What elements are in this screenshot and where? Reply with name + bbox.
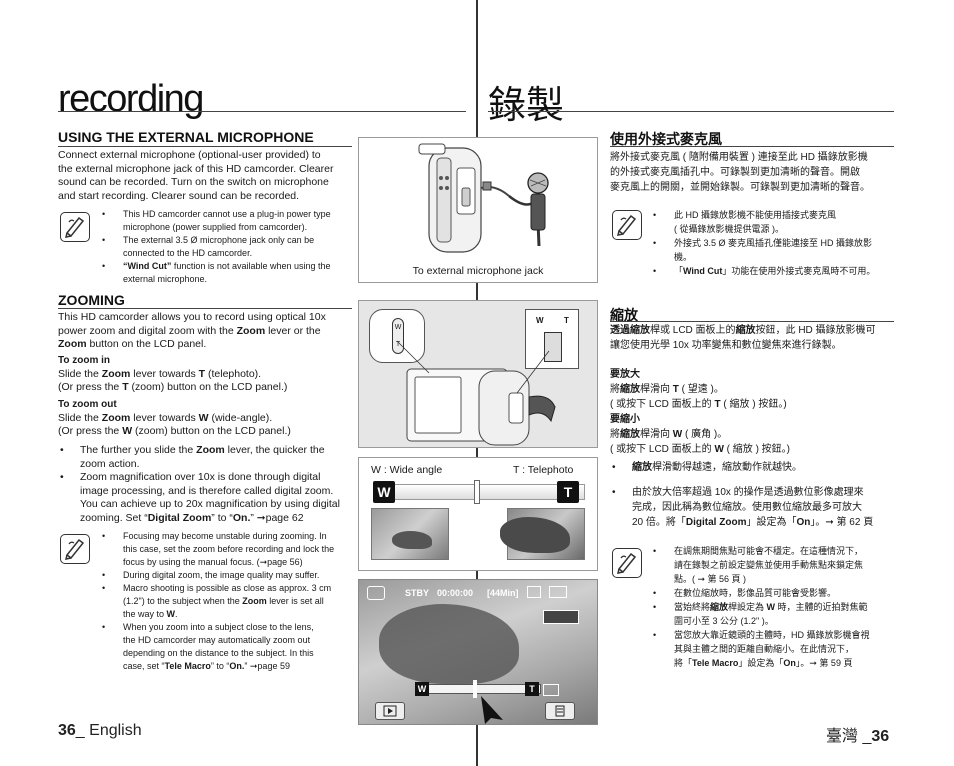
list-item: During digital zoom, the image quality m… <box>101 569 359 582</box>
page-title-en: recording <box>58 78 204 120</box>
zooming-intro-en: This HD camcorder allows you to record u… <box>58 311 326 350</box>
note-pencil-icon <box>60 212 90 242</box>
sd-card-icon <box>527 586 541 598</box>
zoom-button-callout: W T <box>525 309 579 369</box>
list-item: Focusing may become unstable during zoom… <box>101 530 359 569</box>
list-item: This HD camcorder cannot use a plug-in p… <box>101 208 357 234</box>
mic-caption: To external microphone jack <box>412 265 544 277</box>
zoom-lever-callout: W T <box>369 309 425 363</box>
list-item: 在調焦期間焦點可能會不穩定。在這種情況下，請在錄製之前設定變焦並使用手動焦點來鎖… <box>652 544 902 586</box>
camcorder-zoom-illustration <box>396 340 556 446</box>
telephoto-label: T : Telephoto <box>513 464 574 476</box>
zoom-slider-thumb <box>474 480 480 504</box>
zooming-notes-zh: 在調焦期間焦點可能會不穩定。在這種情況下，請在錄製之前設定變焦並使用手動焦點來鎖… <box>652 544 902 670</box>
list-item: The external 3.5 Ø microphone jack only … <box>101 234 357 260</box>
touch-pointer-icon <box>481 696 503 724</box>
osd-zoom-w: W <box>415 682 429 696</box>
zooming-bullets-zh: 縮放桿滑動得越遠，縮放動作就越快。 由於放大倍率超過 10x 的操作是透過數位影… <box>610 460 900 530</box>
section-rule <box>610 321 894 322</box>
note-pencil-icon <box>612 548 642 578</box>
page-number-right: 臺灣 _36 <box>826 728 890 745</box>
menu-icon <box>555 705 565 717</box>
list-item: The further you slide the Zoom lever, th… <box>58 444 358 471</box>
ext-mic-notes-en: This HD camcorder cannot use a plug-in p… <box>101 208 357 286</box>
ext-mic-heading-zh: 使用外接式麥克風 <box>610 131 722 147</box>
page-title-zh: 錄製 <box>488 85 565 127</box>
zooming-notes-en: Focusing may become unstable during zoom… <box>101 530 359 673</box>
osd-remaining: [44Min] <box>487 588 519 598</box>
note-pencil-icon <box>612 210 642 240</box>
section-rule <box>58 146 352 147</box>
list-item: 縮放桿滑動得越遠，縮放動作就越快。 <box>610 460 900 475</box>
zooming-heading-en: ZOOMING <box>58 292 125 308</box>
osd-stby: STBY <box>405 588 430 598</box>
zooming-heading-zh: 縮放 <box>610 307 638 323</box>
ext-mic-notes-zh: 此 HD 攝錄放影機不能使用插接式麥克風( 從攝錄放影機提供電源 )。 外接式 … <box>652 208 902 278</box>
camera-mode-icon <box>367 586 385 600</box>
play-button[interactable] <box>375 702 405 720</box>
camcorder-mic-illustration <box>418 143 549 253</box>
lcd-screen-figure: STBY 00:00:00 [44Min] W T <box>358 579 598 725</box>
ext-mic-body-en: Connect external microphone (optional-us… <box>58 149 334 202</box>
page-number-left: 36_ English <box>58 722 142 739</box>
zoom-in-block-zh: 要放大 將縮放桿滑向 T ( 望遠 )。 ( 或按下 LCD 面板上的 T ( … <box>610 369 791 455</box>
aspect-ratio-icon <box>543 684 559 696</box>
zoom-in-block-en: To zoom in Slide the Zoom lever towards … <box>58 355 288 393</box>
list-item: Zoom magnification over 10x is done thro… <box>58 471 358 525</box>
ext-mic-body-zh: 將外接式麥克風 ( 隨附備用裝置 ) 連接至此 HD 攝錄放影機 的外接式麥克風… <box>610 152 870 193</box>
list-item: 在數位縮放時，影像品質可能會受影響。 <box>652 586 902 600</box>
list-item: When you zoom into a subject close to th… <box>101 621 359 673</box>
zoom-out-block-en: To zoom out Slide the Zoom lever towards… <box>58 399 291 437</box>
section-rule <box>610 146 894 147</box>
battery-icon <box>549 586 567 598</box>
play-icon <box>383 705 397 717</box>
dolphin-image <box>379 604 519 684</box>
osd-zoom-t: T <box>525 682 539 696</box>
list-item: “Wind Cut” function is not available whe… <box>101 260 357 286</box>
title-rule-right <box>488 111 894 112</box>
zooming-bullets-en: The further you slide the Zoom lever, th… <box>58 444 358 525</box>
osd-time: 00:00:00 <box>437 588 474 598</box>
osd-zoom-thumb <box>473 680 477 698</box>
mic-figure: To external microphone jack <box>358 137 598 283</box>
list-item: 由於放大倍率超過 10x 的操作是透過數位影像處理來完成，因此稱為數位縮放。使用… <box>610 485 900 530</box>
list-item: Macro shooting is possible as close as a… <box>101 582 359 621</box>
title-rule-left <box>58 111 466 112</box>
section-rule <box>58 308 352 309</box>
list-item: 此 HD 攝錄放影機不能使用插接式麥克風( 從攝錄放影機提供電源 )。 <box>652 208 902 236</box>
list-item: 「Wind Cut」功能在使用外接式麥克風時不可用。 <box>652 264 902 278</box>
list-item: 外接式 3.5 Ø 麥克風插孔僅能連接至 HD 攝錄放影機。 <box>652 236 902 264</box>
list-item: 當您放大靠近鏡頭的主體時，HD 攝錄放影機會視其與主體之間的距離自動縮小。在此情… <box>652 628 902 670</box>
menu-button[interactable] <box>545 702 575 720</box>
wide-tele-figure: W : Wide angle T : Telephoto W T <box>358 457 598 571</box>
note-pencil-icon <box>60 534 90 564</box>
hd-quality-icon <box>543 610 579 624</box>
zoom-t-button: T <box>557 481 579 503</box>
zoom-w-button: W <box>373 481 395 503</box>
zoom-lever-figure: W T W T <box>358 300 598 448</box>
wide-angle-label: W : Wide angle <box>371 464 443 476</box>
zooming-intro-zh: 透過縮放桿或 LCD 面板上的縮放按鈕，此 HD 攝錄放影機可 讓您使用光學 1… <box>610 325 876 351</box>
ext-mic-heading-en: USING THE EXTERNAL MICROPHONE <box>58 129 314 145</box>
osd-zoom-bar <box>415 684 541 694</box>
tele-preview-image <box>500 508 585 560</box>
wide-preview-image <box>371 508 449 560</box>
